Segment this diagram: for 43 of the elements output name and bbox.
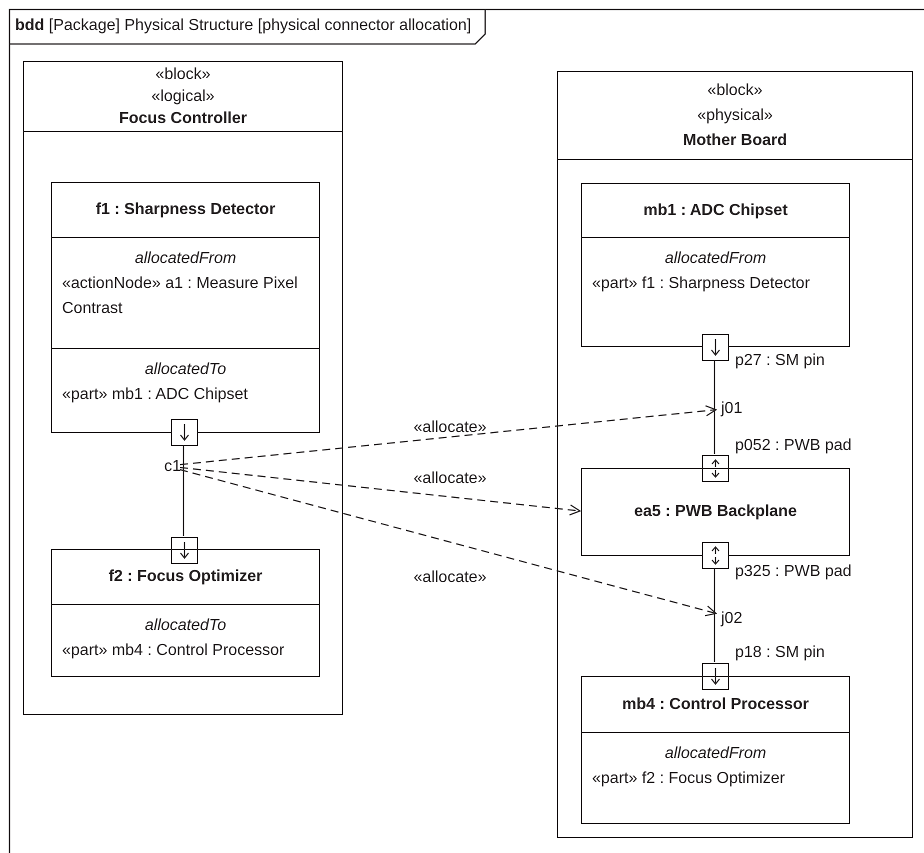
port-label: p27 : SM pin bbox=[735, 352, 825, 370]
connector-name: j02 bbox=[720, 609, 744, 629]
block-box bbox=[557, 71, 913, 838]
diagram-title: bdd [Package] Physical Structure [physical connector allocation] bbox=[15, 17, 472, 35]
compartment-heading: allocatedTo bbox=[144, 616, 228, 636]
part-name: ea5 : PWB Backplane bbox=[634, 503, 797, 521]
part-name: f2 : Focus Optimizer bbox=[108, 568, 262, 586]
port-label: p18 : SM pin bbox=[735, 644, 825, 662]
connector-line bbox=[182, 445, 184, 536]
compartment-text: «actionNode» a1 : Measure Pixel Contrast bbox=[62, 274, 299, 319]
block-name: Mother Board bbox=[683, 131, 787, 151]
stereotype-label: «logical» bbox=[151, 86, 215, 106]
compartment-heading: allocatedTo bbox=[144, 360, 228, 380]
port-label: p052 : PWB pad bbox=[735, 437, 852, 455]
part-name: mb4 : Control Processor bbox=[622, 696, 809, 714]
connector-line bbox=[714, 568, 716, 662]
part-box bbox=[581, 676, 850, 824]
part-name: mb1 : ADC Chipset bbox=[643, 202, 788, 220]
compartment-text: «part» f1 : Sharpness Detector bbox=[592, 274, 811, 294]
dependency-arrow bbox=[180, 405, 717, 466]
compartment-heading: allocatedFrom bbox=[134, 249, 238, 269]
compartment-text: «part» mb4 : Control Processor bbox=[62, 641, 286, 661]
compartment-text: «part» f2 : Focus Optimizer bbox=[592, 769, 786, 789]
stereotype-label: «block» bbox=[155, 64, 211, 84]
connector-name: c1 bbox=[163, 457, 181, 477]
port-label: p325 : PWB pad bbox=[735, 563, 852, 581]
edge-label: «allocate» bbox=[412, 418, 488, 438]
stereotype-label: «block» bbox=[707, 81, 763, 101]
part-name: f1 : Sharpness Detector bbox=[96, 201, 276, 219]
edge-label: «allocate» bbox=[412, 568, 488, 588]
stereotype-label: «physical» bbox=[697, 106, 773, 126]
connector-name: j01 bbox=[720, 399, 744, 419]
connector-line bbox=[714, 360, 716, 454]
part-box bbox=[51, 549, 320, 677]
block-box bbox=[23, 61, 343, 715]
compartment-text: «part» mb1 : ADC Chipset bbox=[62, 385, 249, 405]
block-name: Focus Controller bbox=[118, 108, 247, 128]
dependency-arrow bbox=[180, 466, 581, 516]
edge-label: «allocate» bbox=[412, 469, 488, 489]
compartment-heading: allocatedFrom bbox=[664, 744, 768, 764]
part-box bbox=[581, 468, 850, 556]
compartment-heading: allocatedFrom bbox=[664, 249, 768, 269]
dependency-arrow bbox=[180, 469, 717, 616]
